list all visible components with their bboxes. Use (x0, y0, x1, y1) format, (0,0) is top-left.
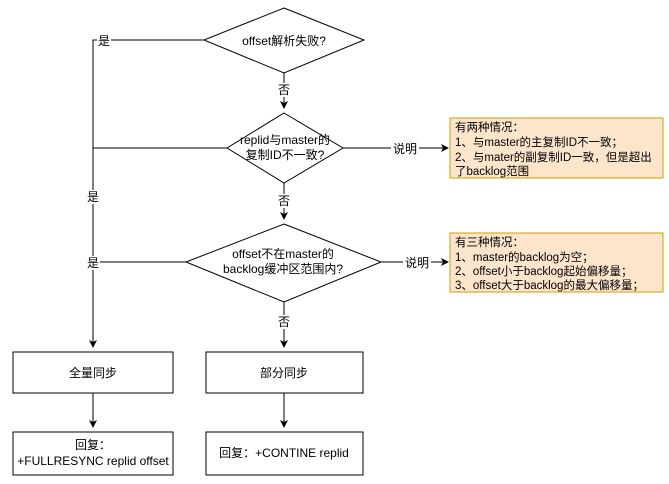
decision-offset-out-of-backlog-label-1: offset不在master的 (232, 246, 334, 261)
edge-label-yes-1: 是 (98, 34, 110, 48)
edge-label-bg (277, 83, 291, 97)
note-replid-cases-line-3: 2、与mater的副复制ID一致，但是超出 (455, 150, 652, 164)
edge-label-bg (86, 256, 100, 270)
note-backlog-cases-line-2: 1、master的backlog为空； (455, 250, 594, 264)
full-resync-reply-box (12, 431, 174, 476)
continue-reply-box (205, 431, 364, 476)
edge-label-yes-3: 是 (87, 256, 99, 270)
edge-label-explain-1: 说明 (393, 141, 417, 156)
full-sync-box (12, 351, 174, 394)
note-replid-cases-line-4: 了backlog范围 (455, 164, 529, 178)
edge-label-bg (277, 315, 291, 329)
note-replid-cases-line-2: 1、与master的主复制ID不一致； (455, 135, 623, 149)
edge-label-yes-2: 是 (87, 190, 99, 204)
partial-sync-label: 部分同步 (260, 365, 308, 380)
edge-label-no-3: 否 (278, 315, 290, 329)
edge-label-bg (391, 142, 419, 156)
edge-label-bg (403, 256, 431, 270)
edge-label-bg (97, 34, 111, 48)
note-replid-cases-line-1: 有两种情况： (455, 120, 524, 134)
note-backlog-cases-line-4: 3、offset大于backlog的最大偏移量； (455, 278, 644, 292)
decision-offset-parse-failed-label: offset解析失败? (242, 33, 326, 48)
decision-offset-out-of-backlog-label-2: backlog缓冲区范围内? (223, 261, 343, 276)
note-replid-cases (449, 117, 664, 179)
partial-sync-box (205, 351, 364, 394)
edge-label-no-1: 否 (278, 83, 290, 97)
decision-replid-mismatch-label-1: replid与master的 (240, 132, 330, 147)
note-backlog-cases (449, 232, 664, 293)
edge-label-bg (277, 194, 291, 208)
decision-replid-mismatch (226, 112, 344, 184)
decision-offset-parse-failed (202, 7, 366, 74)
continue-reply-label: 回复：+CONTINE replid (219, 446, 349, 460)
edge-label-explain-2: 说明 (405, 255, 429, 270)
edge-label-no-2: 否 (278, 194, 290, 208)
decision-replid-mismatch-label-2: 复制ID不一致? (246, 148, 325, 162)
note-backlog-cases-line-3: 2、offset小于backlog起始偏移量； (455, 264, 632, 278)
decision-offset-out-of-backlog (184, 223, 383, 303)
note-backlog-cases-line-1: 有三种情况： (455, 235, 524, 249)
full-sync-label: 全量同步 (69, 365, 117, 380)
full-resync-reply-label-2: +FULLRESYNC replid offset (17, 454, 169, 468)
full-resync-reply-label-1: 回复： (75, 438, 111, 452)
edge-d1-yes (89, 39, 204, 348)
edge-label-bg (86, 190, 100, 204)
